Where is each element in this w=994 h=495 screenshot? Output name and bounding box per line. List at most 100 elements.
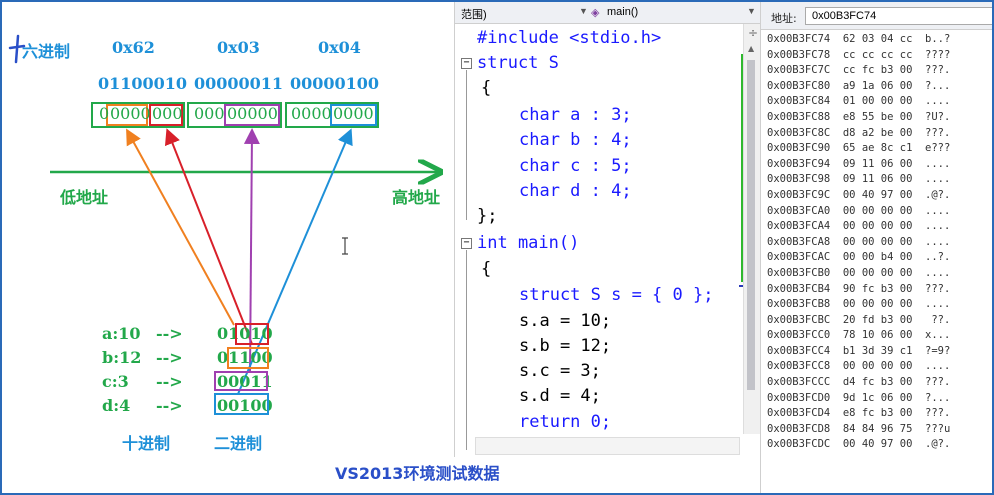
memory-row[interactable]: 0x00B3FCCC d4 fc b3 00 ???. xyxy=(767,376,951,389)
code-line-9[interactable]: int main() xyxy=(477,233,580,253)
code-line-12[interactable]: s.a = 10; xyxy=(519,311,612,331)
memory-row[interactable]: 0x00B3FC8C d8 a2 be 00 ???. xyxy=(767,126,951,139)
byte-box-1 xyxy=(91,102,185,128)
editor-scrollbar[interactable]: ÷ ▲ xyxy=(743,24,761,434)
scroll-up-icon[interactable]: ▲ xyxy=(748,44,755,53)
byte1-a-bits: 0000 xyxy=(110,104,151,123)
memory-row[interactable]: 0x00B3FCA4 00 00 00 00 .... xyxy=(767,220,951,233)
code-line-16[interactable]: return 0; xyxy=(519,412,612,432)
byte3-b-bits: 0000 xyxy=(333,104,374,123)
memory-row[interactable]: 0x00B3FCAC 00 00 b4 00 ..?. xyxy=(767,251,951,264)
scrollbar-thumb[interactable] xyxy=(747,60,755,390)
code-line-15[interactable]: s.d = 4; xyxy=(519,386,601,406)
function-chevron-down-icon[interactable]: ▼ xyxy=(747,6,756,16)
scope-chevron-down-icon[interactable]: ▼ xyxy=(579,6,588,16)
memory-window: 地址: 0x00B3FC74 0x00B3FC74 62 03 04 cc b.… xyxy=(760,2,992,493)
memory-row[interactable]: 0x00B3FCDC 00 40 97 00 .@?. xyxy=(767,438,951,451)
memory-row[interactable]: 0x00B3FC84 01 00 00 00 .... xyxy=(767,95,951,108)
row-d-label: d:4 xyxy=(102,396,131,415)
memory-row[interactable]: 0x00B3FC7C cc fc b3 00 ???. xyxy=(767,64,951,77)
horizontal-scrollbar[interactable] xyxy=(475,437,740,455)
memory-row[interactable]: 0x00B3FC78 cc cc cc cc ???? xyxy=(767,48,951,61)
address-input[interactable]: 0x00B3FC74 xyxy=(805,7,992,25)
caption: VS2013环境测试数据 xyxy=(335,464,500,483)
code-line-4[interactable]: char a : 3; xyxy=(519,105,632,125)
arrow-c xyxy=(243,128,260,373)
diagram-title: 六进制 xyxy=(22,42,71,61)
field-a-box xyxy=(106,104,148,126)
row-d-arrow: --> xyxy=(156,396,183,415)
memory-row[interactable]: 0x00B3FC94 09 11 06 00 .... xyxy=(767,157,951,170)
code-line-1[interactable]: #include <stdio.h> xyxy=(477,28,661,48)
row-c-label: c:3 xyxy=(102,372,129,391)
bits-b-highlight xyxy=(227,347,269,369)
row-d-bits: 00100 xyxy=(217,396,273,415)
outline-guide-struct xyxy=(466,70,467,220)
memory-row[interactable]: 0x00B3FCD4 e8 fc b3 00 ???. xyxy=(767,407,951,420)
decimal-column-label: 十进制 xyxy=(122,434,171,453)
memory-row[interactable]: 0x00B3FCC8 00 00 00 00 .... xyxy=(767,360,951,373)
split-icon[interactable]: ÷ xyxy=(748,26,759,40)
code-line-6[interactable]: char c : 5; xyxy=(519,156,632,176)
byte1-b-bits: 000 xyxy=(152,104,183,123)
function-dropdown[interactable]: main() xyxy=(607,6,639,18)
memory-row[interactable]: 0x00B3FCB0 00 00 00 00 .... xyxy=(767,266,951,279)
bits-d-highlight xyxy=(214,393,269,415)
code-line-2[interactable]: struct S xyxy=(477,53,559,73)
arrow-a xyxy=(126,128,235,326)
code-line-5[interactable]: char b : 4; xyxy=(519,130,632,150)
high-address-label: 高地址 xyxy=(392,188,441,207)
memory-row[interactable]: 0x00B3FC9C 00 40 97 00 .@?. xyxy=(767,188,951,201)
memory-row[interactable]: 0x00B3FC74 62 03 04 cc b..? xyxy=(767,33,951,45)
row-a-bits: 01010 xyxy=(217,324,273,343)
row-a-arrow: --> xyxy=(156,324,183,343)
arrow-b xyxy=(164,128,253,345)
address-label: 地址: xyxy=(771,12,797,25)
pen-mark-icon xyxy=(8,34,26,64)
memory-row[interactable]: 0x00B3FC88 e8 55 be 00 ?U?. xyxy=(767,110,951,123)
scope-dropdown[interactable]: 范围) xyxy=(461,9,487,21)
byte1-pre: 0 xyxy=(99,104,110,123)
code-line-7[interactable]: char d : 4; xyxy=(519,181,632,201)
code-line-3[interactable]: { xyxy=(481,78,492,98)
row-c-bits: 00011 xyxy=(217,372,273,391)
binary-column-label: 二进制 xyxy=(214,434,263,453)
outline-guide-main xyxy=(466,250,467,450)
memory-row[interactable]: 0x00B3FC90 65 ae 8c c1 e??? xyxy=(767,142,951,155)
diagram-arrows xyxy=(50,128,454,395)
memory-row[interactable]: 0x00B3FCC0 78 10 06 00 x... xyxy=(767,329,951,342)
code-line-11[interactable]: struct S s = { 0 }; xyxy=(519,285,714,305)
include-text: #include <stdio.h> xyxy=(477,28,662,48)
memory-row[interactable]: 0x00B3FCB4 90 fc b3 00 ???. xyxy=(767,282,951,295)
bin-value-1: 01100010 xyxy=(98,74,188,93)
collapse-main-icon[interactable]: − xyxy=(461,238,472,249)
code-line-10[interactable]: { xyxy=(481,259,492,279)
code-line-14[interactable]: s.c = 3; xyxy=(519,361,601,381)
collapse-struct-icon[interactable]: − xyxy=(461,58,472,69)
byte-box-2 xyxy=(187,102,282,128)
diagram-panel: 六进制 0x62 0x03 0x04 01100010 00000011 000… xyxy=(2,2,454,493)
bits-a-highlight xyxy=(235,323,269,345)
field-b-box xyxy=(149,104,183,126)
memory-row[interactable]: 0x00B3FCA0 00 00 00 00 .... xyxy=(767,204,951,217)
memory-row[interactable]: 0x00B3FCA8 00 00 00 00 .... xyxy=(767,235,951,248)
bin-value-3: 00000100 xyxy=(290,74,380,93)
row-c-arrow: --> xyxy=(156,372,183,391)
memory-row[interactable]: 0x00B3FC98 09 11 06 00 .... xyxy=(767,173,951,186)
bits-c-highlight xyxy=(214,371,268,391)
memory-row[interactable]: 0x00B3FCD0 9d 1c 06 00 ?... xyxy=(767,391,951,404)
memory-row[interactable]: 0x00B3FCC4 b1 3d 39 c1 ?=9? xyxy=(767,344,951,357)
memory-row[interactable]: 0x00B3FC80 a9 1a 06 00 ?... xyxy=(767,79,951,92)
byte3-a-bits: 0000 xyxy=(291,104,332,123)
low-address-label: 低地址 xyxy=(60,188,109,207)
memory-row[interactable]: 0x00B3FCB8 00 00 00 00 .... xyxy=(767,298,951,311)
memory-row[interactable]: 0x00B3FCBC 20 fd b3 00 ??. xyxy=(767,313,951,326)
code-line-13[interactable]: s.b = 12; xyxy=(519,336,612,356)
row-b-label: b:12 xyxy=(102,348,142,367)
navigation-bar: 范围) ▼ ◈ main() ▼ xyxy=(455,2,761,24)
hex-value-1: 0x62 xyxy=(112,38,155,57)
byte2-a-bits: 000 xyxy=(194,104,225,123)
hex-value-3: 0x04 xyxy=(318,38,361,57)
code-line-8[interactable]: }; xyxy=(477,206,498,226)
memory-row[interactable]: 0x00B3FCD8 84 84 96 75 ???u xyxy=(767,422,951,435)
